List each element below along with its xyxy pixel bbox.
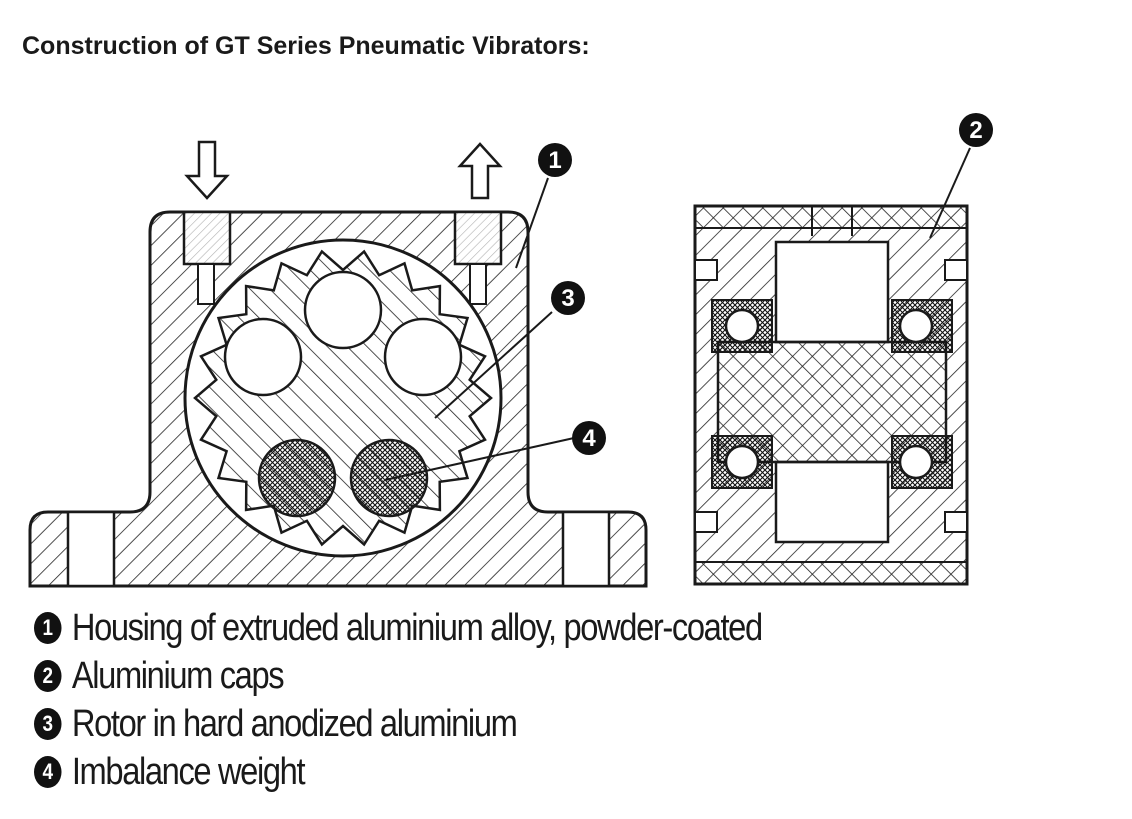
legend-number-badge: 2 [34, 660, 62, 692]
callout-2-label: 2 [969, 117, 982, 144]
rotor-ball [383, 317, 463, 397]
housing-side-section [693, 204, 969, 586]
rotor-ball [223, 317, 303, 397]
legend-item-housing: 1 Housing of extruded aluminium alloy, p… [34, 604, 763, 652]
callout-1-label: 1 [548, 147, 561, 174]
callout-4-label: 4 [582, 425, 596, 452]
air-outlet-arrow-icon [457, 142, 503, 200]
legend-number-badge: 3 [34, 708, 62, 740]
legend-item-weight: 4 Imbalance weight [34, 748, 762, 796]
legend-item-rotor: 3 Rotor in hard anodized aluminium [34, 700, 762, 748]
imbalance-weight [257, 438, 337, 518]
leader-line-3 [434, 311, 553, 419]
leader-line-2 [929, 147, 971, 239]
callout-2: 2 [959, 113, 993, 147]
imbalance-weight [349, 438, 429, 518]
legend: 1 Housing of extruded aluminium alloy, p… [34, 604, 880, 796]
legend-text: Aluminium caps [71, 654, 285, 697]
legend-text: Housing of extruded aluminium alloy, pow… [71, 606, 763, 649]
legend-number-badge: 1 [34, 612, 62, 644]
callout-3-label: 3 [561, 285, 574, 312]
callout-1: 1 [538, 143, 572, 177]
rotor-ball [303, 270, 383, 350]
legend-item-caps: 2 Aluminium caps [34, 652, 762, 700]
page-title: Construction of GT Series Pneumatic Vibr… [22, 32, 590, 60]
leader-line-4 [384, 437, 575, 481]
legend-text: Imbalance weight [71, 750, 306, 793]
rotor-chamber [183, 238, 503, 558]
callout-3: 3 [551, 281, 585, 315]
leader-line-1 [515, 177, 549, 269]
legend-number-badge: 4 [34, 756, 62, 788]
callout-4: 4 [572, 421, 606, 455]
legend-text: Rotor in hard anodized aluminium [71, 702, 518, 745]
air-inlet-arrow-icon [184, 140, 230, 200]
